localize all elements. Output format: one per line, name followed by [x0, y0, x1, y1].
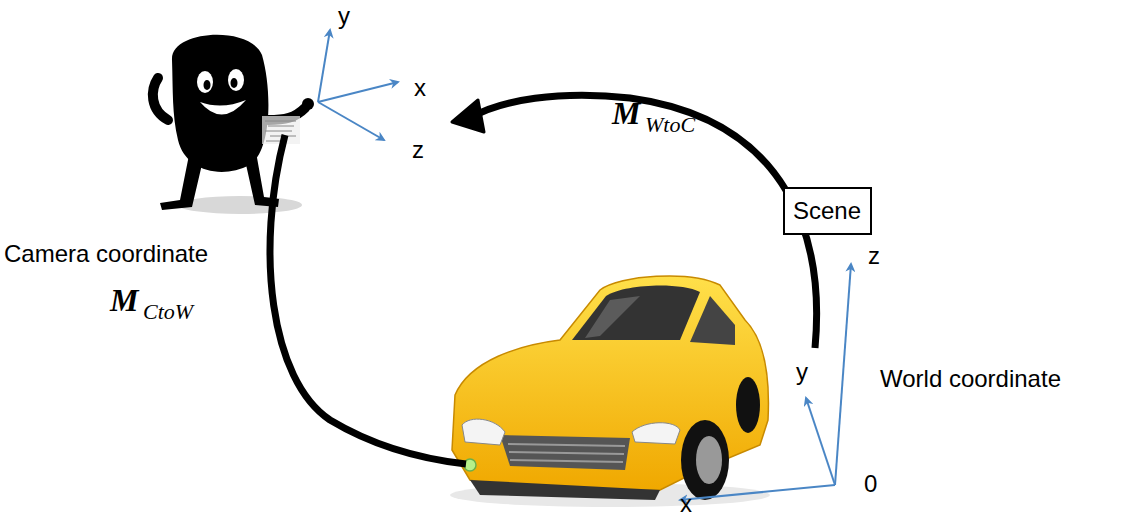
matrix-subscript: CtoW	[143, 301, 193, 323]
arrow-head	[452, 100, 484, 132]
axis-label: x	[414, 76, 426, 100]
axis-label: x	[680, 492, 692, 516]
camera-character	[153, 35, 314, 214]
caption-label: Camera coordinate	[4, 242, 208, 266]
axis-label: y	[796, 360, 808, 384]
camera-axes	[318, 30, 398, 140]
box-text: Scene	[793, 199, 862, 223]
axis-label: z	[868, 244, 880, 268]
world-axes	[680, 264, 851, 500]
axis-label: y	[338, 4, 350, 28]
axis-label: z	[412, 138, 424, 162]
transform-arrow	[470, 95, 817, 348]
car	[450, 276, 770, 507]
transform-curve	[270, 135, 466, 464]
origin-label: 0	[864, 472, 877, 496]
caption-label: World coordinate	[880, 367, 1061, 391]
matrix-symbol: M	[110, 284, 138, 316]
scene-box: Scene	[783, 187, 872, 235]
matrix-symbol: M	[612, 97, 640, 129]
matrix-subscript: WtoC	[645, 114, 695, 136]
